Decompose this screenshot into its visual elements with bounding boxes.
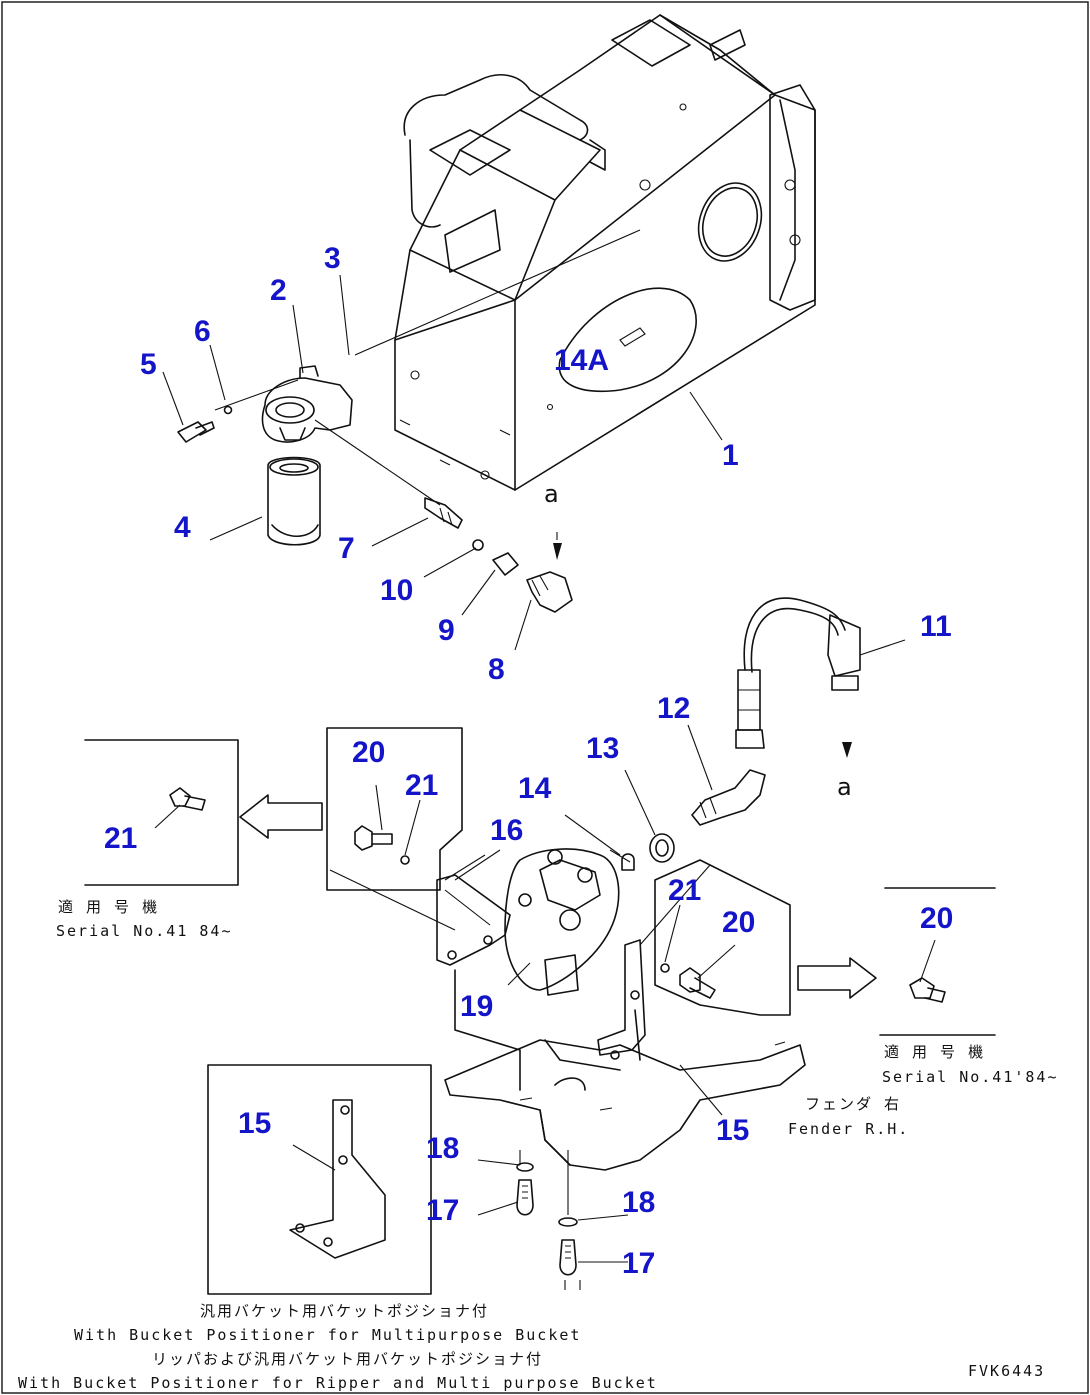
callout-3: 3 (324, 242, 341, 275)
drawing-code: FVK6443 (968, 1362, 1045, 1380)
callout-17-left: 17 (426, 1194, 459, 1227)
callout-9: 9 (438, 614, 455, 647)
callout-21-right-inset: 21 (668, 874, 701, 907)
notes: 適 用 号 機 Serial No.41 84~ 適 用 号 機 Serial … (18, 898, 1059, 1392)
inset-serial-left (84, 727, 463, 891)
note-applicable-left-jp: 適 用 号 機 (58, 898, 159, 916)
note-fender-jp: フェンダ 右 (805, 1095, 901, 1113)
leader-lines (154, 274, 936, 1263)
housing-drawing (394, 14, 816, 491)
view-mark-a-right: a (837, 773, 852, 801)
note-fender-en: Fender R.H. (788, 1120, 909, 1138)
callout-20-far-right: 20 (920, 902, 953, 935)
callout-4: 4 (174, 511, 191, 544)
inset-bucket-positioner (207, 1064, 432, 1295)
callout-21-far-left: 21 (104, 822, 137, 855)
callout-8: 8 (488, 653, 505, 686)
callout-10: 10 (380, 574, 413, 607)
callout-19: 19 (460, 990, 493, 1023)
hose-assembly-drawing (621, 597, 861, 871)
callout-20-left-inset: 20 (352, 736, 385, 769)
note-applicable-right-jp: 適 用 号 機 (884, 1043, 985, 1061)
valve-bracket-drawing (329, 848, 806, 1290)
callout-15-inset: 15 (238, 1107, 271, 1140)
view-mark-a-top: a (544, 480, 559, 508)
callout-18-left: 18 (426, 1132, 459, 1165)
callout-16: 16 (490, 814, 523, 847)
callout-7: 7 (338, 532, 355, 565)
callout-14a: 14A (554, 344, 609, 377)
filter-assembly-drawing (177, 229, 641, 613)
callout-15-main: 15 (716, 1114, 749, 1147)
callout-17-right: 17 (622, 1247, 655, 1280)
note-ripper-jp: リッパおよび汎用バケット用バケットポジショナ付 (152, 1350, 543, 1368)
note-serial-right: Serial No.41'84~ (882, 1068, 1059, 1086)
note-positioner-jp: 汎用バケット用バケットポジショナ付 (200, 1302, 489, 1320)
callout-12: 12 (657, 692, 690, 725)
callout-20-right-inset: 20 (722, 906, 755, 939)
callout-21-left-inset: 21 (405, 769, 438, 802)
inset-serial-right (654, 859, 996, 1036)
callout-18-right: 18 (622, 1186, 655, 1219)
callout-5: 5 (140, 348, 157, 381)
callout-6: 6 (194, 315, 211, 348)
callout-14: 14 (518, 772, 552, 805)
note-ripper-en: With Bucket Positioner for Ripper and Mu… (18, 1374, 658, 1392)
note-serial-left: Serial No.41 84~ (56, 922, 233, 940)
callout-13: 13 (586, 732, 619, 765)
callout-1: 1 (722, 439, 739, 472)
callout-2: 2 (270, 274, 287, 307)
note-positioner-en: With Bucket Positioner for Multipurpose … (74, 1326, 581, 1344)
callout-11: 11 (920, 610, 952, 643)
callouts: 1 2 3 4 5 6 7 8 9 10 11 12 13 14 14A 15 … (104, 242, 953, 1280)
